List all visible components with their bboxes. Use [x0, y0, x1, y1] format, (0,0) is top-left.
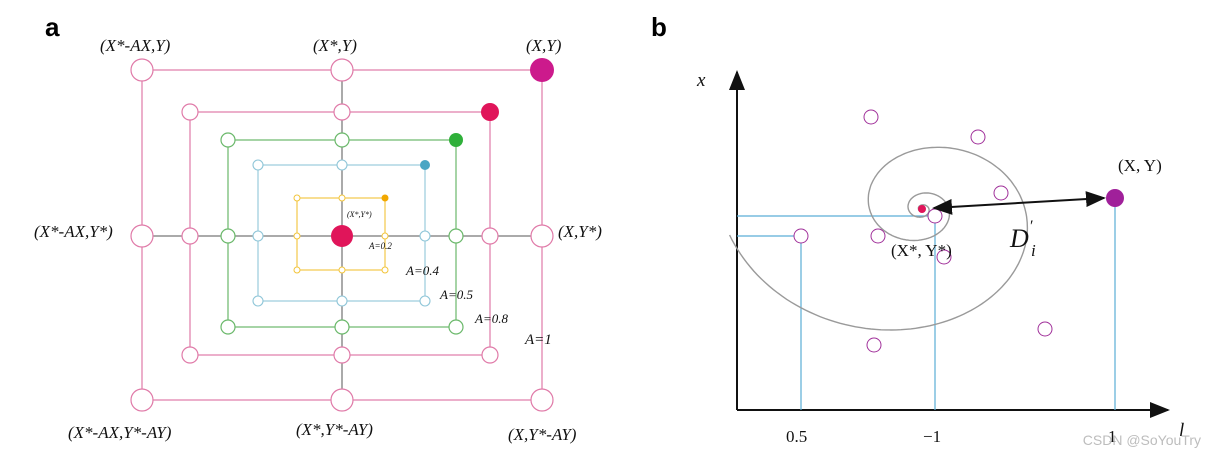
center-point-b [918, 205, 926, 213]
distance-label: D′i [1010, 218, 1036, 260]
label-bot-left: (X*-AX,Y*-AY) [68, 423, 172, 442]
tick-05: 0.5 [786, 427, 808, 446]
panel-a-graphic [130, 58, 554, 412]
label-a-05: A=0.5 [440, 287, 473, 302]
label-top-left: (X*-AX,Y) [100, 36, 171, 55]
label-a-04: A=0.4 [406, 263, 439, 278]
watermark: CSDN @SoYouTry [1082, 432, 1201, 448]
label-mid-right: (X,Y*) [558, 222, 602, 241]
point-label-b: (X, Y) [1118, 156, 1162, 175]
point-x-y-b [1106, 189, 1124, 207]
tick-1: 1 [1108, 427, 1117, 446]
label-center-a: (X*,Y*) [347, 210, 372, 219]
panel-b-graphic [728, 70, 1170, 418]
center-label-b: (X*, Y*) [891, 241, 952, 260]
tick-neg1: −1 [923, 427, 942, 446]
l-axis-label: l [1179, 420, 1185, 441]
x-axis-label: x [697, 70, 706, 91]
label-a-08: A=0.8 [475, 311, 508, 326]
label-a-02: A=0.2 [369, 241, 392, 251]
center-point-a [331, 225, 353, 247]
label-mid-left: (X*-AX,Y*) [34, 222, 113, 241]
label-bot-mid: (X*,Y*-AY) [296, 420, 373, 439]
label-bot-right: (X,Y*-AY) [508, 425, 577, 444]
distance-arrow [932, 191, 1106, 215]
point-x-y-large [530, 58, 554, 82]
label-top-right: (X,Y) [526, 36, 562, 55]
panel-b-label: b [651, 12, 667, 42]
label-top-mid: (X*,Y) [313, 36, 357, 55]
panel-a-label: a [45, 12, 60, 42]
label-a-1: A=1 [525, 332, 552, 348]
